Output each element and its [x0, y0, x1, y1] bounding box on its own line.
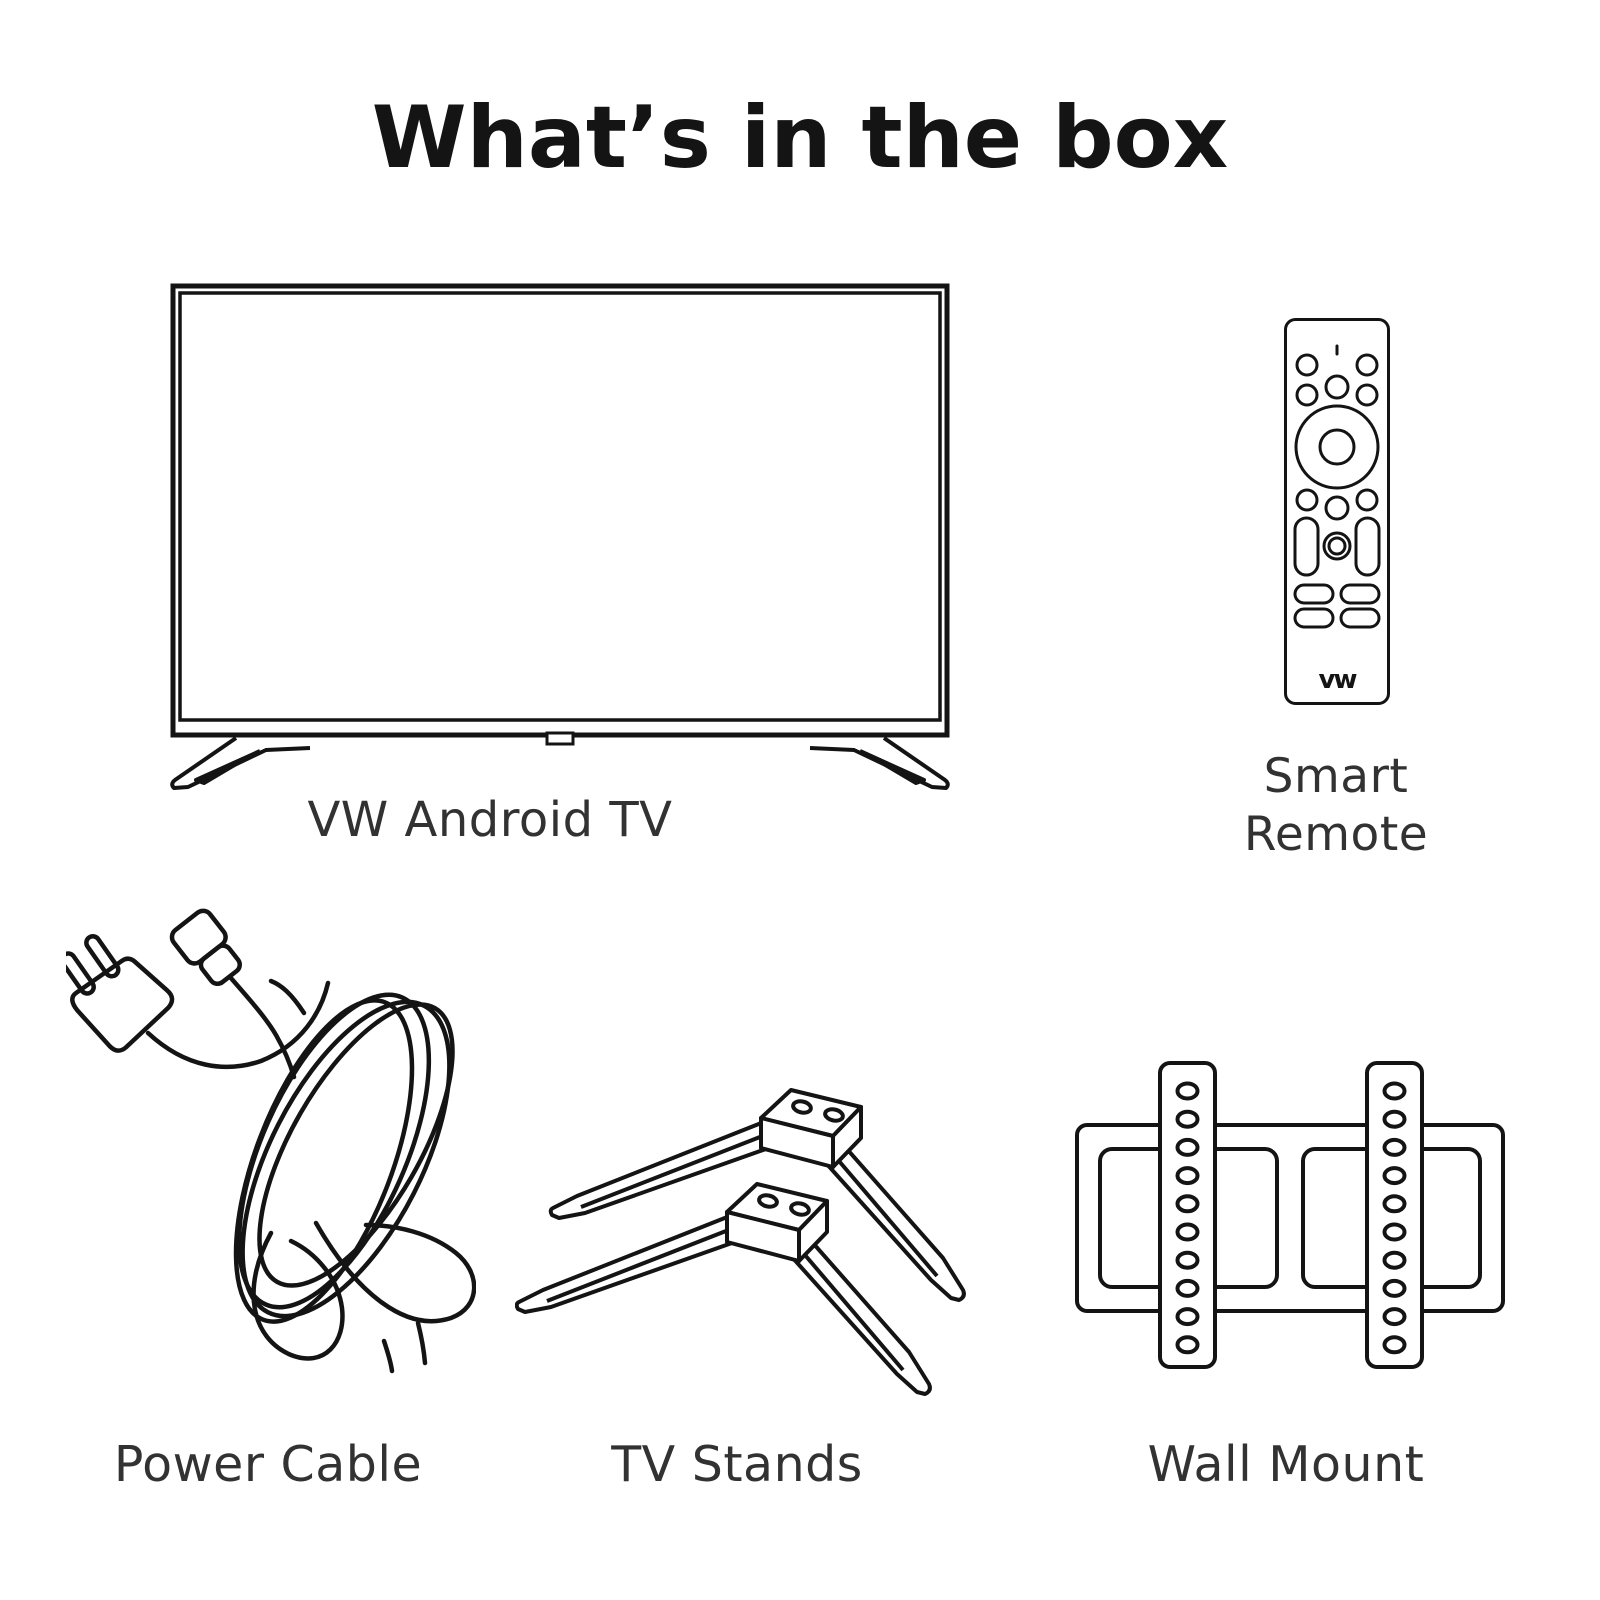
remote-volume-rocker — [1293, 516, 1320, 577]
page-title: What’s in the box — [371, 88, 1229, 188]
remote-label-line-2: Remote — [1243, 807, 1429, 862]
tv-stands-label: TV Stands — [611, 1436, 863, 1493]
wall-mount-rail-left — [1158, 1061, 1217, 1369]
tv-label: VW Android TV — [307, 792, 673, 848]
tv-stands-illustration — [515, 1088, 966, 1396]
plug-prong-left — [66, 951, 96, 996]
wall-mount-illustration — [1075, 1061, 1505, 1369]
remote-channel-rocker — [1354, 516, 1381, 577]
remote-input-button — [1355, 353, 1379, 377]
plug-body — [70, 956, 175, 1053]
tv-stand-1 — [548, 1088, 966, 1302]
remote-shortcut-button-4 — [1339, 607, 1381, 629]
tv-illustration — [170, 283, 950, 790]
remote-settings-button — [1295, 383, 1319, 407]
tv-screen — [178, 291, 942, 722]
remote-apps-button — [1355, 383, 1379, 407]
remote-shortcut-button-2 — [1339, 583, 1381, 605]
tv-logo-tab — [545, 731, 575, 746]
remote-power-button — [1295, 353, 1319, 377]
remote-shortcut-button-1 — [1293, 583, 1335, 605]
remote-menu-button — [1324, 495, 1350, 521]
power-plug — [66, 933, 175, 1053]
tv-outer-frame — [170, 283, 950, 738]
remote-body — [1284, 318, 1390, 705]
remote-mic-button — [1324, 374, 1350, 400]
tv-foot-left — [170, 736, 311, 790]
tv-foot-right — [809, 736, 950, 790]
remote-home-button — [1355, 488, 1379, 512]
tv-stand-2 — [515, 1182, 932, 1396]
remote-ok-button — [1318, 428, 1356, 466]
power-cable-illustration — [66, 908, 476, 1374]
remote-label: Smart Remote — [1186, 748, 1486, 864]
power-cable-label: Power Cable — [113, 1436, 423, 1493]
wall-mount-label: Wall Mount — [1147, 1436, 1425, 1493]
remote-mute-button-inner — [1327, 536, 1347, 556]
remote-dpad-ring — [1294, 404, 1380, 490]
remote-back-button — [1295, 488, 1319, 512]
remote-illustration: vw — [1284, 318, 1390, 705]
wall-mount-rail-right — [1365, 1061, 1424, 1369]
plug-prong-right — [84, 933, 121, 979]
remote-brand-logo: vw — [1319, 665, 1358, 695]
remote-mute-button-outer — [1322, 531, 1352, 561]
remote-shortcut-button-3 — [1293, 607, 1335, 629]
c7-connector — [169, 908, 242, 987]
wall-mount-frame — [1075, 1123, 1505, 1313]
remote-label-line-1: Smart — [1263, 749, 1409, 804]
